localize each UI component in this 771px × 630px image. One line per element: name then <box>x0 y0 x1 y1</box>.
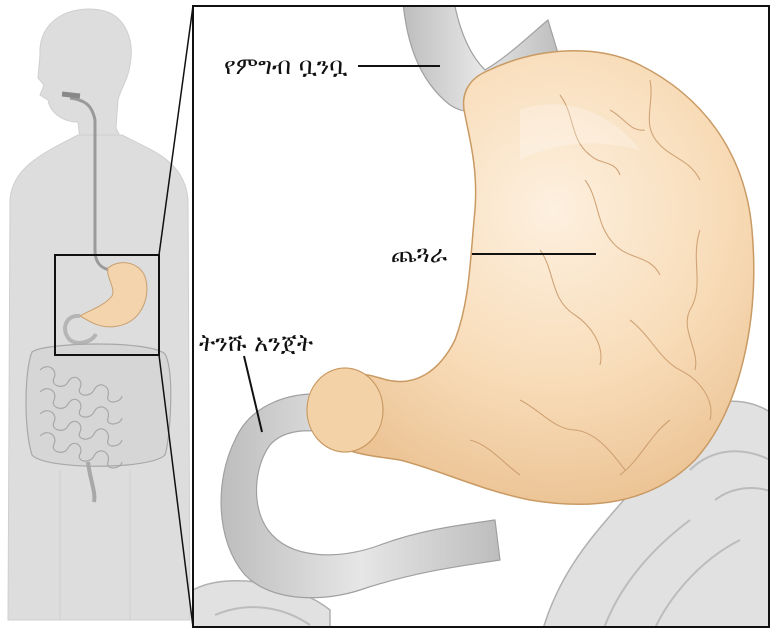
magnified-panel <box>193 0 771 630</box>
stomach-label: ጨጓራ <box>391 240 448 268</box>
esophagus-label: የምግብ ቧንቧ <box>224 52 347 80</box>
small-intestine-label: ትንሹ አንጀት <box>199 329 313 357</box>
pylorus <box>307 368 383 452</box>
